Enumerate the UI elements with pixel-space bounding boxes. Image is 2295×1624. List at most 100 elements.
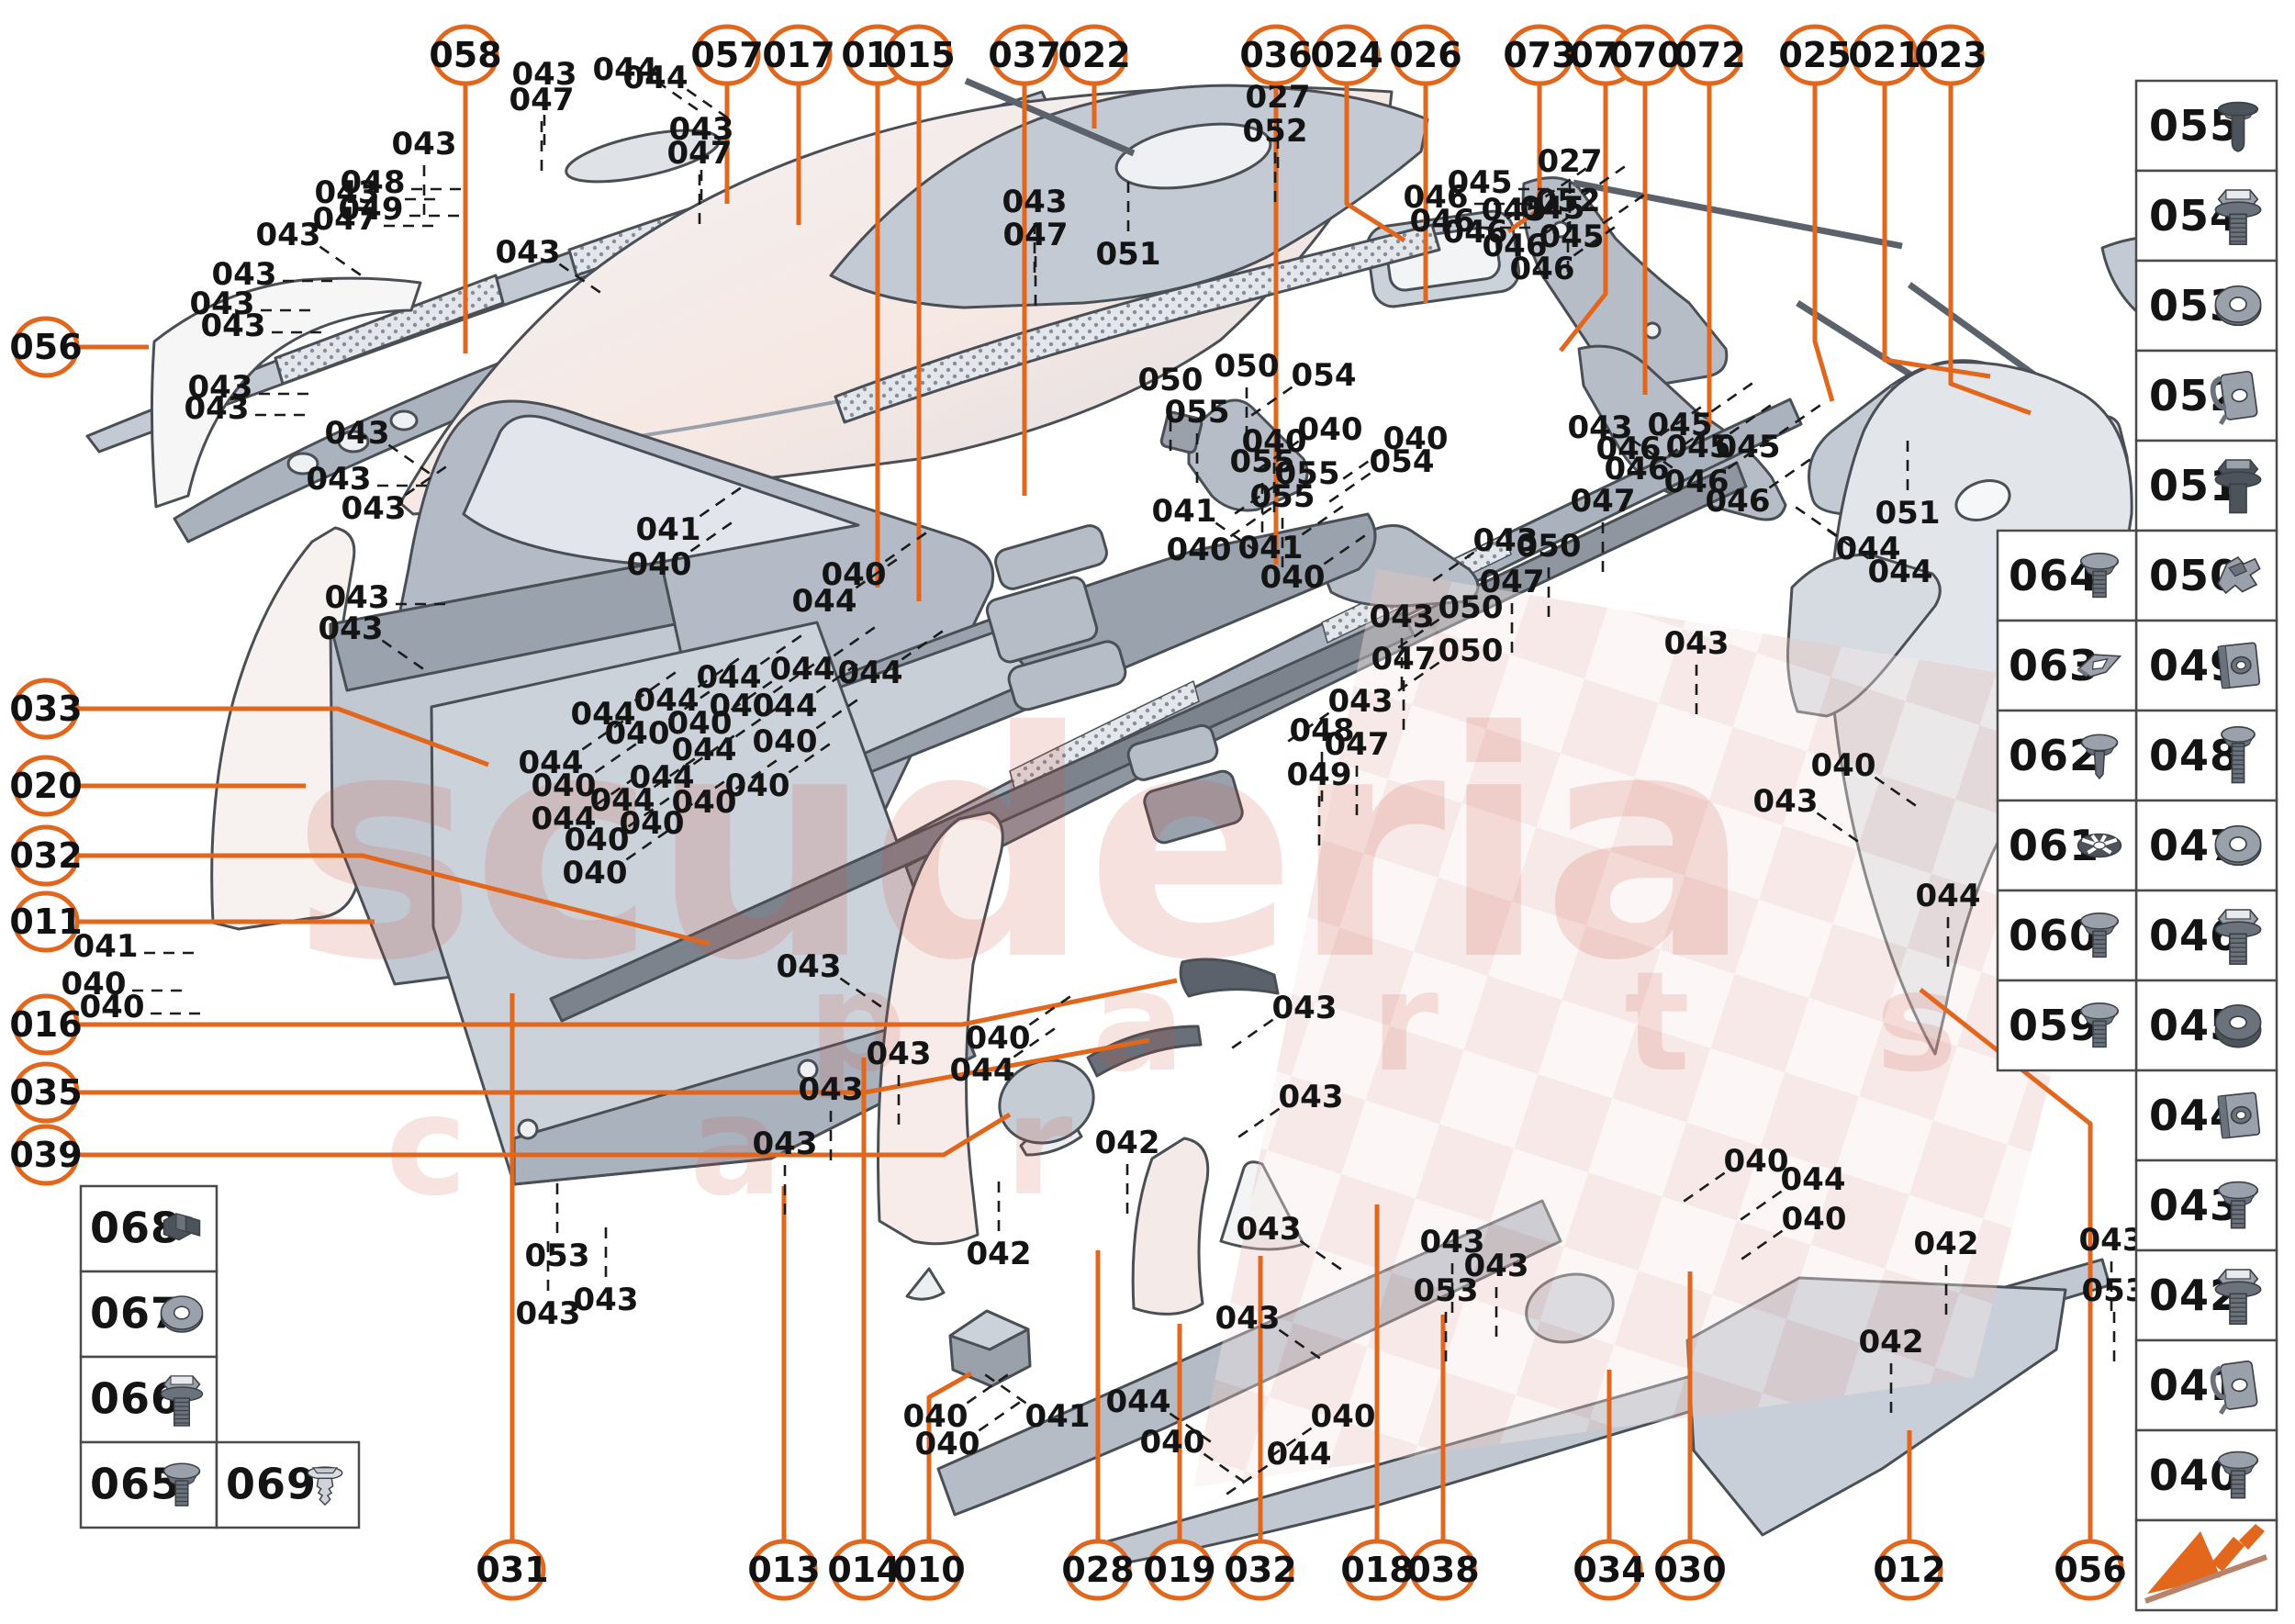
hardware-cell-065[interactable]: 065 [79,1440,218,1529]
sidebar-cell-055[interactable]: 055 [2134,79,2278,173]
bolt-icon [160,1375,204,1427]
callout-021[interactable]: 021 [1848,24,1921,86]
label-leader-dash [1215,521,1262,555]
sidebar-cell-051[interactable]: 051 [2134,439,2278,532]
sidebar-cell-040[interactable]: 040 [2134,1428,2278,1522]
part-number-label: 043 [315,174,380,211]
hardware-cell-066[interactable]: 066 [79,1355,218,1444]
sidebar-cell-061[interactable]: 061 [1996,799,2138,892]
sidebar-cell-047[interactable]: 047 [2134,799,2278,892]
label-leader-dash [1710,379,1758,413]
callout-032[interactable]: 032 [9,824,83,887]
callout-024[interactable]: 024 [1310,24,1383,86]
callout-number: 016 [9,1004,82,1045]
callout-033[interactable]: 033 [9,678,83,740]
sidebar-cell-046[interactable]: 046 [2134,889,2278,982]
sidebar-cell-062[interactable]: 062 [1996,709,2138,802]
callout-number: 022 [1058,35,1130,75]
sqnut-icon [2217,1092,2261,1139]
callout-031[interactable]: 031 [476,1539,549,1601]
part-number-label: 043 [1272,990,1338,1026]
callout-number: 025 [1778,35,1851,75]
sidebar-cell-053[interactable]: 053 [2134,259,2278,353]
part-number-label: 045 [1448,164,1513,201]
sidebar-cell-044[interactable]: 044 [2134,1069,2278,1162]
sidebar-cell-043[interactable]: 043 [2134,1159,2278,1252]
sidebar-cell-050[interactable]: 050 [2134,529,2278,622]
callout-023[interactable]: 023 [1914,24,1987,86]
sidebar-cell-054[interactable]: 054 [2134,169,2278,263]
sidebar-cell-049[interactable]: 049 [2134,619,2278,712]
label-leader-dash [1736,1229,1784,1263]
part-number-label: 051 [1096,236,1161,273]
callout-020[interactable]: 020 [9,755,83,817]
callout-070[interactable]: 070 [1608,24,1682,86]
callout-014[interactable]: 014 [827,1539,901,1601]
callout-056[interactable]: 056 [9,316,83,378]
label-leader-dash [581,717,629,751]
callout-038[interactable]: 038 [1406,1539,1480,1601]
sidebar-cell-052[interactable]: 052 [2134,349,2278,442]
part-number-label: 047 [313,201,378,238]
callout-number: 032 [9,835,82,876]
callout-032[interactable]: 032 [1224,1539,1297,1601]
callout-025[interactable]: 025 [1778,24,1852,86]
hardware-cell-069[interactable]: 069 [215,1440,361,1529]
callout-011[interactable]: 011 [9,890,83,953]
callout-017[interactable]: 017 [762,24,835,86]
sidebar-cell-059[interactable]: 059 [1996,979,2138,1072]
callout-037[interactable]: 037 [988,24,1061,86]
callout-015[interactable]: 015 [882,24,956,86]
callout-010[interactable]: 010 [892,1539,966,1601]
sidebar-cell-045[interactable]: 045 [2134,979,2278,1072]
callout-057[interactable]: 057 [690,24,764,86]
hardware-cell-068[interactable]: 068 [79,1184,218,1273]
callout-056[interactable]: 056 [2054,1539,2127,1601]
callout-034[interactable]: 034 [1573,1539,1646,1601]
part-a-pillar-trim-upper [150,276,422,509]
callout-058[interactable]: 058 [429,24,502,86]
part-number-label: 053 [1414,1272,1479,1309]
part-number-label: 041 [1152,493,1217,530]
sidebar-cell-063[interactable]: 063 [1996,619,2138,712]
nut-icon [162,1213,201,1241]
part-number-label: 043 [212,256,277,293]
hardware-cell-067[interactable]: 067 [79,1270,218,1359]
leader-line-056 [1919,988,2093,1540]
callout-035[interactable]: 035 [9,1061,83,1124]
flatclip-icon [2077,654,2122,678]
sidebar-cell-048[interactable]: 048 [2134,709,2278,802]
screw-icon [2079,1002,2120,1048]
label-leader-dash [1169,1412,1216,1446]
sidebar-cell-041[interactable]: 041 [2134,1338,2278,1432]
callout-030[interactable]: 030 [1653,1539,1727,1601]
callout-number: 031 [476,1550,548,1590]
callout-019[interactable]: 019 [1143,1539,1216,1601]
callout-number: 037 [988,35,1060,75]
part-number-label: 040 [532,767,597,804]
callout-018[interactable]: 018 [1340,1539,1414,1601]
sidebar-cell-060[interactable]: 060 [1996,889,2138,982]
part-number-label: 044 [672,732,737,768]
callout-012[interactable]: 012 [1873,1539,1946,1601]
callout-073[interactable]: 073 [1503,24,1576,86]
leader-line-010 [926,1371,973,1540]
callout-028[interactable]: 028 [1061,1539,1135,1601]
sidebar-cell-064[interactable]: 064 [1996,529,2138,622]
label-leader-dash [833,623,880,657]
part-number-label: 044 [593,51,658,88]
callout-072[interactable]: 072 [1673,24,1746,86]
brand-arrow-logo [2134,1518,2278,1612]
part-number-label: 043 [512,56,577,93]
callout-026[interactable]: 026 [1389,24,1462,86]
callout-016[interactable]: 016 [9,993,83,1056]
callout-036[interactable]: 036 [1239,24,1313,86]
part-number-label: 043 [1420,1224,1485,1260]
callout-022[interactable]: 022 [1058,24,1131,86]
screw-icon [162,1462,201,1506]
callout-013[interactable]: 013 [747,1539,821,1601]
sidebar-cell-042[interactable]: 042 [2134,1249,2278,1342]
part-number-label: 043 [867,1036,932,1072]
label-leader-dash [319,245,366,279]
callout-039[interactable]: 039 [9,1124,83,1186]
